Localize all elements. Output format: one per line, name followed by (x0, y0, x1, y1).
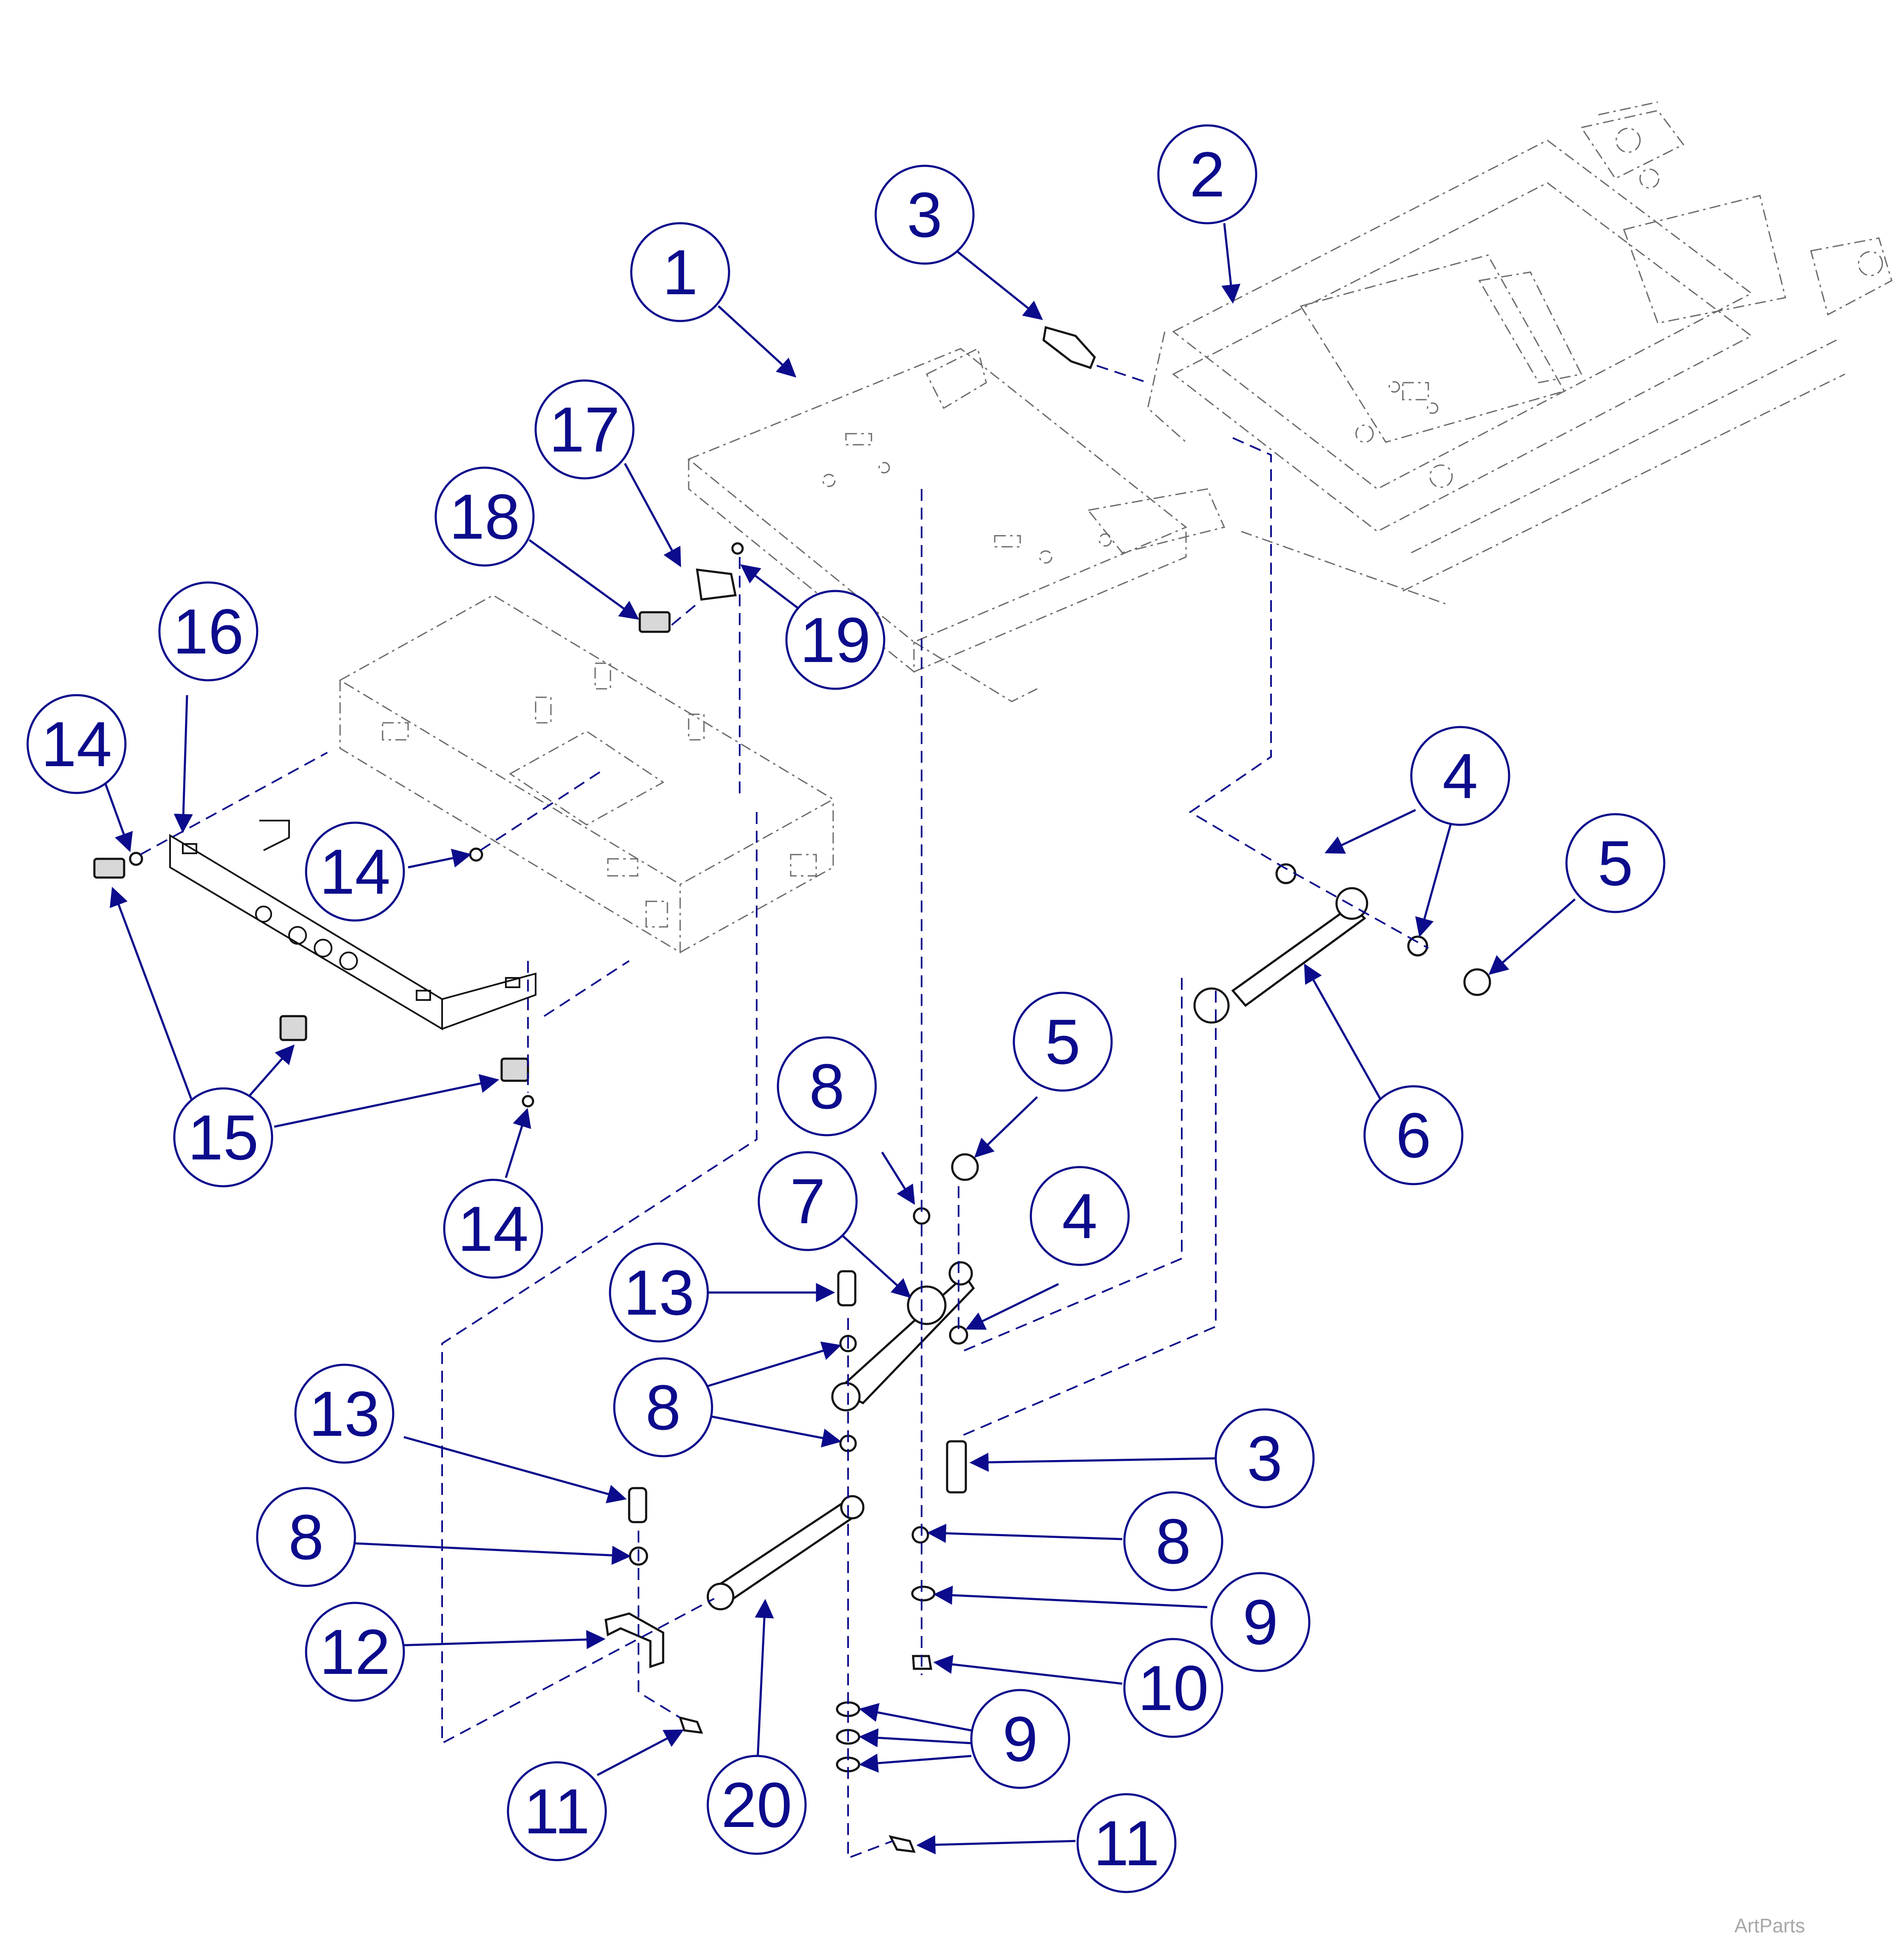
callout-8-top-label: 8 (809, 1051, 844, 1122)
watermark-text: ArtParts (1734, 1915, 1805, 1937)
nut-5-center (951, 1153, 979, 1181)
callout-15-label: 15 (188, 1102, 259, 1173)
callout-2: 2 (1157, 124, 1257, 224)
callout-7: 7 (758, 1151, 858, 1251)
callout-11-right-label: 11 (1093, 1807, 1160, 1879)
callout-13-lower: 13 (294, 1364, 394, 1464)
callout-15: 15 (173, 1087, 273, 1187)
callout-leaders (103, 223, 1576, 1855)
callout-20: 20 (707, 1755, 807, 1855)
callout-16-label: 16 (173, 596, 244, 667)
callout-10: 10 (1123, 1638, 1223, 1738)
callout-2-label: 2 (1189, 139, 1225, 210)
callout-18: 18 (434, 466, 535, 567)
callout-3-lower-label: 3 (1247, 1423, 1282, 1494)
arm-7 (831, 1261, 975, 1412)
callout-6: 6 (1363, 1085, 1464, 1185)
callout-14-mid-label: 14 (320, 836, 391, 907)
callout-13-upper-label: 13 (624, 1257, 695, 1328)
switch-15-left (93, 858, 125, 879)
callout-16: 16 (158, 581, 258, 682)
washer-9-a (911, 1585, 936, 1602)
frame-chassis (1147, 101, 1893, 605)
callout-8-mid: 8 (613, 1357, 713, 1457)
callout-3-top: 3 (874, 165, 975, 265)
switch-15-mid (279, 1015, 307, 1041)
callout-12-label: 12 (320, 1616, 391, 1687)
callout-5-right: 5 (1565, 813, 1666, 913)
callout-14-mid: 14 (305, 821, 405, 922)
callout-19: 19 (785, 590, 885, 690)
bracket-17 (696, 568, 737, 601)
callout-14-left: 14 (26, 694, 127, 794)
callout-9-bottom-label: 9 (1002, 1703, 1038, 1775)
pin-11-left (678, 1716, 703, 1734)
callout-8-left-label: 8 (288, 1501, 323, 1573)
plate-mount (687, 347, 1226, 702)
turnbuckle-6 (1193, 887, 1368, 1024)
pin-13-lower (628, 1487, 647, 1523)
callout-4-right-label: 4 (1442, 740, 1478, 812)
callout-3-lower: 3 (1214, 1408, 1315, 1509)
callout-13-upper: 13 (609, 1242, 709, 1343)
callout-8-left: 8 (256, 1487, 356, 1587)
bolt-3-top (1042, 326, 1096, 369)
screw-14-bottom (522, 1095, 534, 1108)
bolt-3-lower (946, 1440, 967, 1494)
pin-11-right (888, 1835, 916, 1853)
callout-11-right: 11 (1076, 1793, 1177, 1893)
callout-1: 1 (630, 222, 730, 322)
callout-1-label: 1 (662, 236, 698, 308)
callout-7-label: 7 (790, 1165, 825, 1237)
bracket-12 (604, 1612, 664, 1668)
callout-5-right-label: 5 (1598, 827, 1633, 899)
callout-8-top: 8 (777, 1036, 877, 1136)
callout-18-label: 18 (449, 481, 520, 552)
screw-14-left (129, 852, 143, 866)
callout-17: 17 (534, 379, 635, 480)
callout-8-mid-label: 8 (645, 1372, 681, 1443)
callout-4-center-label: 4 (1062, 1180, 1097, 1252)
callout-19-label: 19 (800, 604, 871, 676)
switch-18 (638, 611, 671, 633)
callout-4-center: 4 (1030, 1166, 1130, 1266)
callout-11-left: 11 (507, 1761, 607, 1861)
callout-9-right-label: 9 (1243, 1586, 1278, 1658)
callout-8-right: 8 (1123, 1491, 1223, 1591)
switch-15-right (500, 1057, 529, 1082)
callout-20-label: 20 (721, 1769, 792, 1841)
bracket-16 (169, 820, 536, 1031)
callout-11-left-label: 11 (524, 1776, 590, 1847)
assembly-guides (140, 365, 1429, 1859)
callout-9-right: 9 (1210, 1572, 1311, 1672)
callout-5-center-label: 5 (1045, 1006, 1080, 1077)
screw-19 (731, 542, 744, 555)
spacer-4-a (1275, 863, 1297, 884)
callout-14-bottom-label: 14 (458, 1193, 529, 1264)
callout-6-label: 6 (1396, 1099, 1431, 1171)
callout-14-bottom: 14 (443, 1179, 543, 1279)
screw-14-mid (469, 847, 483, 862)
washer-8-right (911, 1526, 929, 1544)
callout-3-top-label: 3 (907, 179, 942, 250)
control-box (339, 594, 834, 954)
callout-8-right-label: 8 (1155, 1506, 1191, 1577)
callout-9-bottom: 9 (970, 1689, 1070, 1789)
pin-13-upper (837, 1270, 857, 1307)
callout-17-label: 17 (549, 394, 620, 465)
callout-10-label: 10 (1138, 1652, 1209, 1724)
callout-4-right: 4 (1410, 726, 1510, 826)
callout-12: 12 (305, 1602, 405, 1702)
callout-13-lower-label: 13 (309, 1378, 380, 1449)
link-20 (707, 1495, 865, 1611)
callout-5-center: 5 (1013, 991, 1113, 1092)
nut-5-right (1463, 968, 1491, 996)
callout-14-left-label: 14 (41, 708, 112, 780)
